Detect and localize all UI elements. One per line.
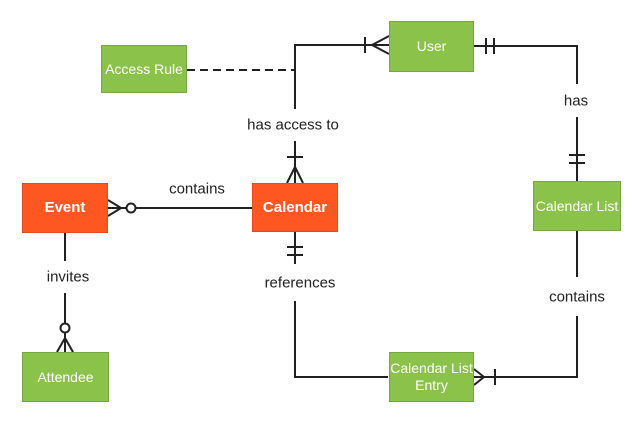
crows-foot-many-at-event-icon <box>107 199 122 217</box>
entity-calendar-list[interactable]: Calendar List <box>533 181 621 231</box>
connector-calendar-entry-references <box>287 232 388 378</box>
entity-access-rule-label: Access Rule <box>105 60 183 77</box>
crows-foot-many-at-calendar-icon <box>286 166 304 184</box>
relationship-label-has: has <box>560 92 592 110</box>
connector-calendar-list-entry-contains <box>473 231 578 386</box>
crows-foot-many-at-entry-icon <box>473 368 485 386</box>
crows-foot-many-at-user-icon <box>371 35 390 55</box>
zero-cardinality-circle-icon <box>125 202 137 214</box>
connector-calendar-user-has-access-to <box>286 35 390 184</box>
entity-attendee-label: Attendee <box>37 368 94 385</box>
entity-calendar[interactable]: Calendar <box>252 183 338 232</box>
relationship-label-invites: invites <box>43 268 93 286</box>
connector-line <box>294 232 388 378</box>
relationship-label-contains-calendar-list: contains <box>546 288 608 306</box>
connector-event-attendee-invites <box>56 233 74 353</box>
connector-event-calendar-contains <box>107 199 252 217</box>
relationship-label-has-access-to: has access to <box>244 116 342 134</box>
entity-calendar-list-entry-label: Calendar List Entry <box>390 360 473 393</box>
crows-foot-many-at-attendee-icon <box>56 332 74 353</box>
connector-line <box>474 45 578 181</box>
entity-access-rule[interactable]: Access Rule <box>101 45 187 93</box>
exactly-one-bars-at-calendar-list-icon <box>569 154 585 164</box>
entity-calendar-list-entry[interactable]: Calendar List Entry <box>389 352 474 402</box>
connector-line <box>294 44 372 167</box>
entity-attendee[interactable]: Attendee <box>22 352 109 402</box>
zero-cardinality-circle-icon <box>59 322 71 334</box>
connector-user-calendar-list-has <box>474 38 585 181</box>
entity-user-label: User <box>416 38 447 55</box>
entity-user[interactable]: User <box>389 21 474 72</box>
entity-event[interactable]: Event <box>22 183 108 233</box>
exactly-one-bars-at-calendar-icon <box>287 246 303 256</box>
entity-calendar-label: Calendar <box>262 198 328 216</box>
exactly-one-bars-at-user-icon <box>485 38 495 54</box>
relationship-label-contains-event-calendar: contains <box>166 180 228 198</box>
connector-line <box>484 231 578 378</box>
entity-event-label: Event <box>44 199 86 216</box>
entity-calendar-list-label: Calendar List <box>535 197 619 214</box>
relationship-label-references: references <box>261 274 339 292</box>
